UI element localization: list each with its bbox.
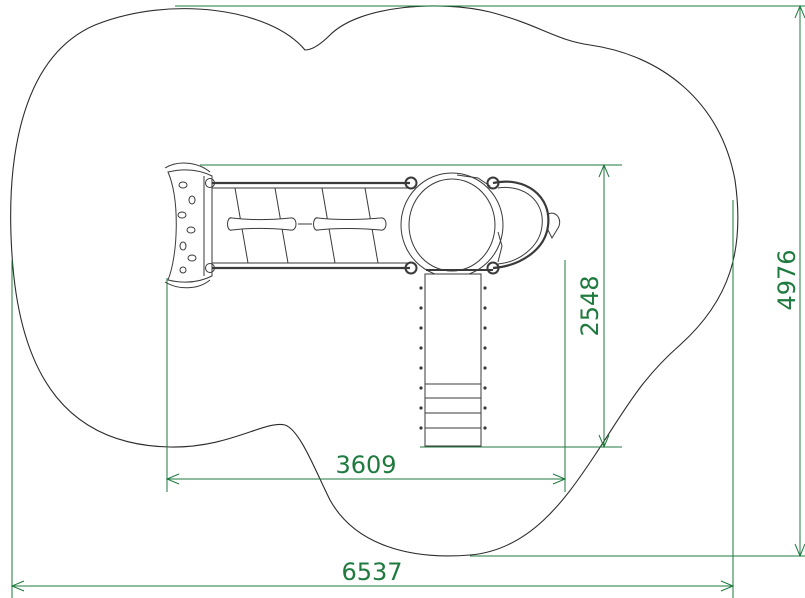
arrowhead [794,4,805,19]
climbing-wall-panel [164,162,213,289]
dimension-lines [10,4,805,598]
ladder [424,273,482,447]
climbing-hold [188,195,196,205]
climbing-hold [179,266,187,274]
ladder-frame [424,273,482,447]
bridge-seat [227,217,297,231]
arrowhead [165,473,180,485]
climbing-hold [178,181,188,189]
arrowhead [598,163,610,178]
climbing-wall-cap-top [164,162,211,173]
post [205,178,215,188]
post [205,263,215,273]
arrowhead [552,473,567,485]
equipment-width-label: 3609 [335,451,396,479]
overall-width-label: 6537 [341,558,402,586]
climbing-wall-cap-bottom [164,279,211,289]
arrowhead [794,543,805,558]
arrowhead [10,580,25,592]
ladder-bolts [419,286,487,430]
climbing-hold [186,226,196,234]
climbing-hold [177,211,187,219]
bridge-seat [313,217,387,231]
bell-ornament [547,212,561,240]
climbing-hold [187,254,197,262]
tower-dome [400,172,504,278]
post [404,176,418,190]
play-equipment [164,162,561,447]
arrowhead [598,434,610,449]
post [404,261,418,275]
overall-depth-label: 4976 [773,249,801,310]
climbing-hold [179,241,187,251]
safety-zone-outline [10,5,739,557]
climbing-wall-outline [167,169,213,283]
arrowhead [720,580,735,592]
equipment-depth-label: 2548 [576,275,604,336]
